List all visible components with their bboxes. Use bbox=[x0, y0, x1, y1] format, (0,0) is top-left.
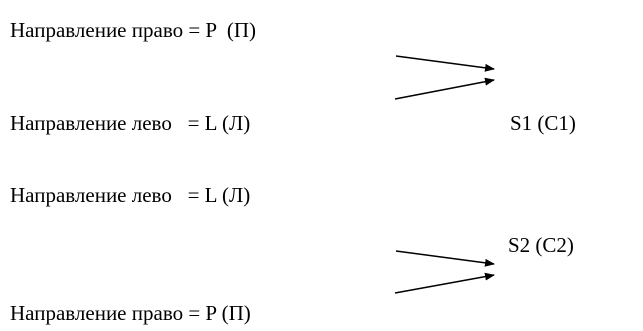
row-3-direction-left: Направление лево = L (Л) bbox=[10, 183, 251, 207]
row-2-direction-left: Направление лево = L (Л) bbox=[10, 111, 251, 135]
arrow-2a bbox=[395, 250, 495, 267]
output-s2: S2 (C2) bbox=[508, 233, 574, 257]
arrow-1b bbox=[394, 77, 495, 100]
output-s1: S1 (C1) bbox=[510, 111, 576, 135]
row-1-direction-right: Направление право = P (П) bbox=[10, 18, 256, 42]
arrow-2b bbox=[394, 272, 495, 294]
row-4-direction-right: Направление право = P (П) bbox=[10, 301, 251, 325]
arrow-1a bbox=[395, 55, 495, 72]
